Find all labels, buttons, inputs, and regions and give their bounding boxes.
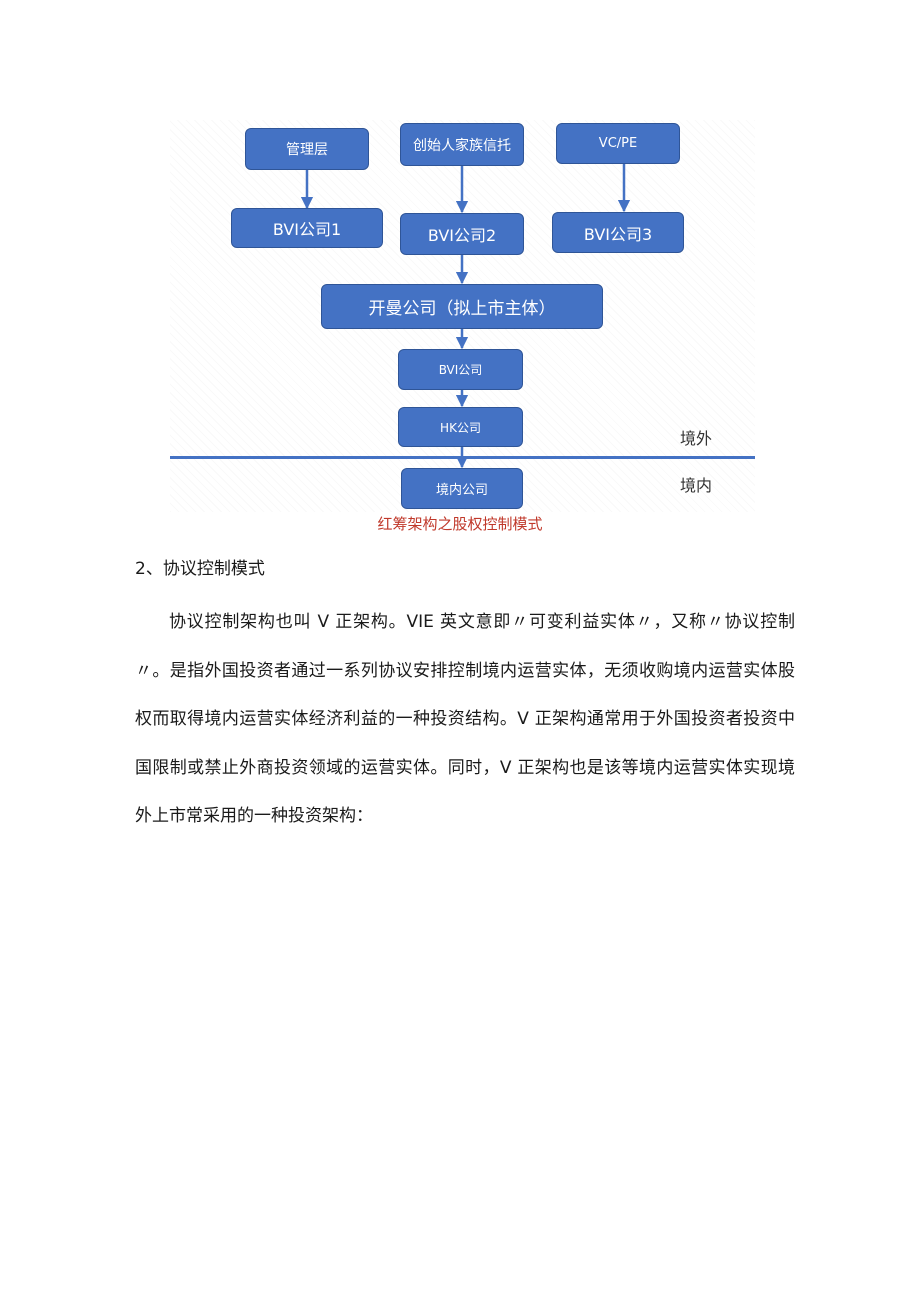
arrows-layer (300, 164, 631, 469)
section-heading: 2、协议控制模式 (135, 559, 265, 579)
management-box: 管理层 (245, 128, 369, 170)
cayman-box: 开曼公司（拟上市主体） (321, 284, 603, 329)
diagram-caption: 红筹架构之股权控制模式 (377, 515, 543, 533)
hk-box: HK公司 (398, 407, 523, 447)
bvi-box: BVI公司 (398, 349, 523, 390)
offshore-label: 境外 (680, 429, 713, 448)
bvi3-box: BVI公司3 (552, 212, 684, 253)
bvi2-box: BVI公司2 (400, 213, 524, 255)
founder-trust-box: 创始人家族信托 (400, 123, 524, 166)
domestic-box: 境内公司 (401, 468, 523, 509)
onshore-label: 境内 (680, 476, 713, 495)
bvi1-box: BVI公司1 (231, 208, 383, 248)
offshore-onshore-divider (170, 456, 755, 459)
vcpe-box: VC/PE (556, 123, 680, 164)
body-paragraph: 协议控制架构也叫 V 正架构。VIE 英文意即〃可变利益实体〃，又称〃协议控制〃… (135, 612, 795, 826)
equity-structure-diagram: 管理层 创始人家族信托 VC/PE BVI公司1 BVI公司2 BVI公司3 开… (170, 120, 755, 512)
